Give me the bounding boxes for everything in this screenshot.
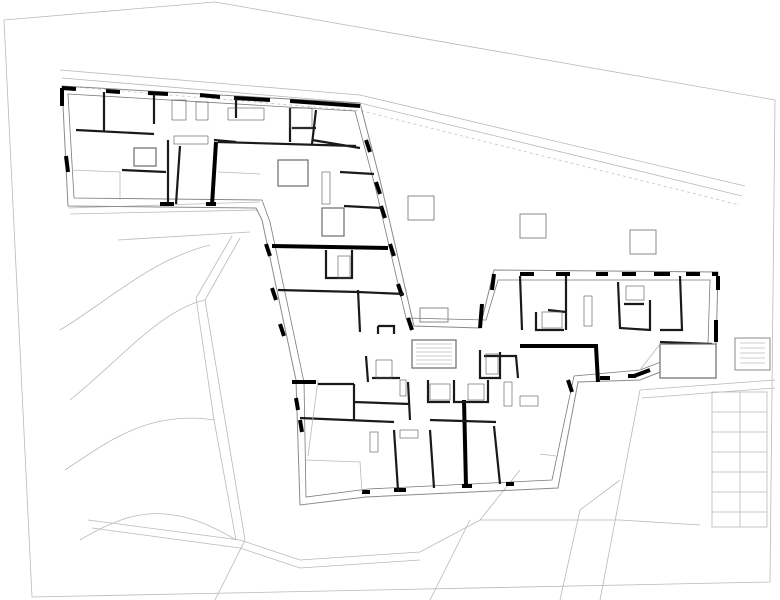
- structural-walls: [60, 86, 720, 494]
- bottom-right-path: [429, 469, 621, 600]
- nw-shaft-2: [277, 159, 309, 187]
- east-lobby-block: [659, 343, 717, 379]
- right-terrain-line: [599, 379, 776, 600]
- site-boundary: [3, 1, 776, 598]
- interior-partitions: [75, 92, 717, 491]
- parking-grid: [711, 391, 768, 528]
- left-terrain-curve: [59, 244, 237, 541]
- central-stair: [411, 339, 457, 369]
- building-outline: [61, 85, 719, 506]
- central-rooflight: [419, 307, 449, 323]
- right-entry-block: [734, 337, 771, 371]
- nw-shaft-3: [321, 207, 345, 237]
- courtyard-planter-1: [407, 195, 435, 221]
- top-path: [59, 69, 746, 197]
- fixtures: [171, 99, 645, 453]
- courtyard-planter-2: [519, 213, 547, 239]
- top-path-dashed: [61, 85, 741, 206]
- balconies: [71, 169, 661, 493]
- courtyard-planter-3: [629, 229, 657, 255]
- bottom-path: [87, 519, 701, 569]
- left-terrain-line: [67, 201, 261, 600]
- nw-shaft-1: [133, 147, 157, 167]
